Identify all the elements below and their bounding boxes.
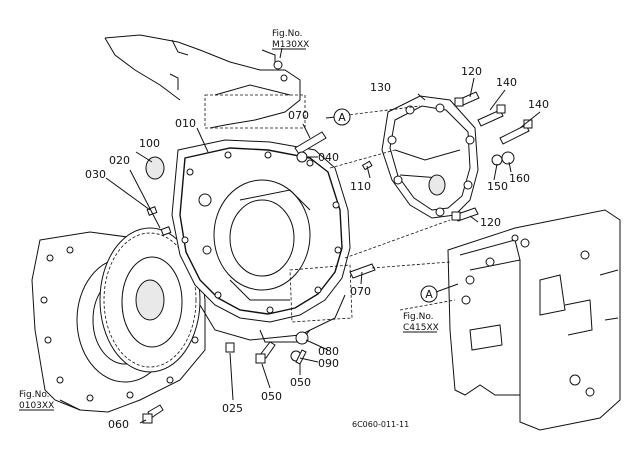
fig-ref-c415xx[interactable]: Fig.No. C415XX	[403, 312, 439, 333]
svg-text:Fig.No.: Fig.No.	[403, 312, 434, 322]
part-label-090: 090	[318, 357, 339, 370]
callout-a-lower: A	[420, 285, 438, 303]
svg-text:Fig.No.: Fig.No.	[272, 29, 303, 39]
part-label-160: 160	[509, 172, 530, 185]
svg-text:0103XX: 0103XX	[19, 401, 54, 411]
part-labels: 010 020 025 030 040 050 050 060 070 070 …	[85, 65, 549, 431]
part-label-120a: 120	[461, 65, 482, 78]
part-label-120b: 120	[480, 216, 501, 229]
cover-assembly	[381, 95, 479, 219]
small-parts	[142, 91, 533, 424]
part-label-020: 020	[109, 154, 130, 167]
part-label-040: 040	[318, 151, 339, 164]
svg-text:A: A	[425, 288, 433, 301]
part-label-100: 100	[139, 137, 160, 150]
part-label-080: 080	[318, 345, 339, 358]
drawing-code: 6C060-011-11	[352, 420, 409, 429]
callout-a-upper: A	[333, 108, 351, 126]
part-label-010: 010	[175, 117, 196, 130]
part-label-140a: 140	[496, 76, 517, 89]
frame-bracket	[447, 209, 621, 431]
fig-ref-0103xx[interactable]: Fig.No. 0103XX	[19, 390, 54, 411]
part-label-070b: 070	[350, 285, 371, 298]
svg-text:Fig.No.: Fig.No.	[19, 390, 50, 400]
part-label-050b: 050	[290, 376, 311, 389]
part-label-110: 110	[350, 180, 371, 193]
part-label-150: 150	[487, 180, 508, 193]
fig-ref-m130xx[interactable]: Fig.No. M130XX	[272, 29, 309, 50]
svg-text:M130XX: M130XX	[272, 40, 309, 50]
leader-lines	[59, 47, 541, 424]
part-label-050a: 050	[261, 390, 282, 403]
svg-text:C415XX: C415XX	[403, 323, 439, 333]
part-label-070a: 070	[288, 109, 309, 122]
part-label-025: 025	[222, 402, 243, 415]
part-label-140b: 140	[528, 98, 549, 111]
part-label-030: 030	[85, 168, 106, 181]
flywheel	[99, 227, 201, 373]
part-label-130: 130	[370, 81, 391, 94]
part-label-060: 060	[108, 418, 129, 431]
svg-text:A: A	[338, 111, 346, 124]
